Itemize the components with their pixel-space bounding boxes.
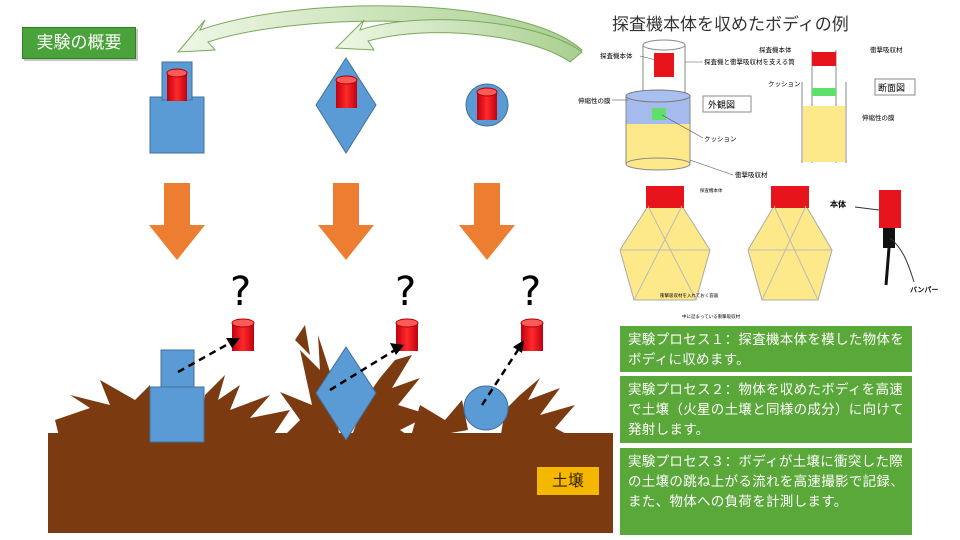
label-body-main-small: 探査機本体 <box>759 45 792 54</box>
ejected-capsule-3 <box>520 318 544 351</box>
exterior-view-label: 外観図 <box>708 99 735 111</box>
label-absorber: 衝撃吸収材 <box>735 170 768 179</box>
launch-arrow-1 <box>149 183 205 260</box>
label-body-main: 探査機本体 <box>600 51 633 60</box>
arrowheads <box>226 338 524 355</box>
experiment-overview-title: 実験の概要 <box>22 27 136 59</box>
label-stretch-film: 伸縮性の膜 <box>578 96 611 105</box>
soil-label: 土壌 <box>537 467 599 495</box>
question-mark-2: ? <box>395 269 416 315</box>
label-absorber-small: 衝撃吸収材 <box>870 45 903 54</box>
impacted-box <box>149 349 205 443</box>
process-step-1: 実験プロセス１：探査機本体を模した物体をボディに収めます。 <box>620 326 912 372</box>
label-stretch-film-small: 伸縮性の膜 <box>862 113 895 122</box>
body-shape-sphere <box>465 83 509 127</box>
cross-section-label: 断面図 <box>878 82 905 94</box>
soil-splash <box>55 325 578 440</box>
trajectory-arrows <box>177 341 520 406</box>
label-support-tube: 探査機と衝撃吸収材を支える筒 <box>704 57 795 66</box>
launch-arrow-3 <box>459 183 515 260</box>
launch-arrow-2 <box>318 183 374 260</box>
body-example-title: 探査機本体を収めたボディの例 <box>612 15 849 35</box>
body-shape-diamond <box>315 57 377 154</box>
label-hex-body: 探査機本体 <box>700 187 723 194</box>
question-mark-1: ? <box>230 269 251 315</box>
exterior-view-box <box>702 95 752 113</box>
label-cushion: クッション <box>704 135 737 143</box>
process-step-2: 実験プロセス２：物体を収めたボディを高速で土壌（火星の土壌と同様の成分）に向けて… <box>620 376 912 443</box>
body-shape-box <box>149 61 205 154</box>
process-step-3: 実験プロセス３：ボディが土壌に衝突した際の土壌の跳ね上がる流れを高速撮影で記録、… <box>620 448 912 535</box>
exterior-leaders <box>612 55 734 176</box>
exterior-diagram <box>625 39 691 171</box>
impacted-sphere <box>463 385 509 431</box>
bumper-example <box>854 190 915 286</box>
question-mark-3: ? <box>520 269 541 315</box>
cross-section-box <box>874 78 916 96</box>
bumper-label: バンパー <box>910 285 938 294</box>
hontai-label: 本体 <box>829 199 847 209</box>
label-cushion-small: クッション <box>768 80 801 88</box>
hex-body-2 <box>747 186 833 301</box>
hex-body-1 <box>619 186 711 301</box>
ejected-capsule-2 <box>395 318 419 351</box>
ejected-capsule-1 <box>231 318 255 351</box>
label-absorber-packed: 中に詰まっている衝撃吸収材 <box>682 313 741 320</box>
soil-ground <box>48 433 613 533</box>
curved-arrow-2 <box>334 19 583 63</box>
cross-section-diagram <box>801 50 847 163</box>
label-absorber-inside: 衝撃吸収材を入れておく容器 <box>660 292 719 299</box>
